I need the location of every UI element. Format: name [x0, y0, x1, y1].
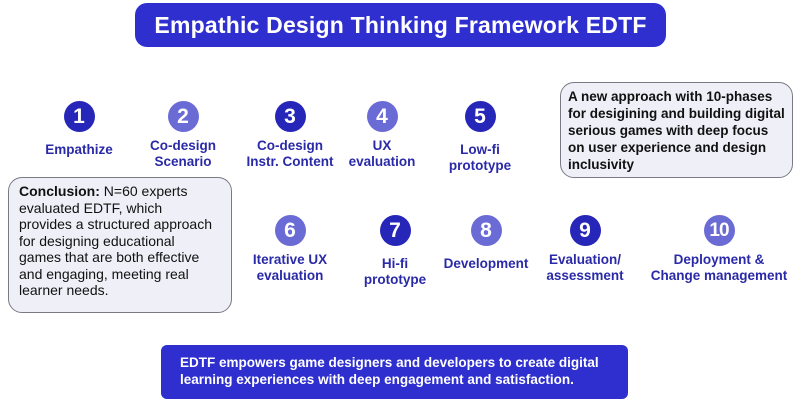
phase-number-badge: 7: [379, 215, 411, 246]
phase-number-badge: 3: [274, 101, 306, 132]
phase-8: 8 Development: [411, 215, 561, 272]
phase-number-badge: 10: [703, 215, 735, 246]
phase-number-badge: 9: [569, 215, 601, 246]
phase-number-badge: 1: [63, 101, 95, 132]
phase-number-badge: 2: [167, 101, 199, 132]
phase-label: Deployment &Change management: [650, 252, 788, 283]
phase-10: 10 Deployment &Change management: [634, 215, 800, 284]
phase-number-badge: 8: [470, 215, 502, 246]
phase-1: 1 Empathize: [4, 101, 154, 158]
conclusion-note: Conclusion: N=60 experts evaluated EDTF,…: [8, 177, 232, 313]
phase-number-badge: 5: [464, 101, 496, 132]
framework-title: Empathic Design Thinking Framework EDTF: [135, 3, 666, 47]
approach-note: A new approach with 10-phases for desigi…: [560, 82, 793, 178]
phase-number-badge: 4: [366, 101, 398, 132]
phase-label: Evaluation/assessment: [546, 252, 624, 283]
phase-9: 9 Evaluation/assessment: [510, 215, 660, 284]
phase-number-badge: 6: [274, 215, 306, 246]
conclusion-heading: Conclusion:: [19, 183, 100, 199]
summary-banner: EDTF empowers game designers and develop…: [161, 345, 628, 399]
phase-label: Empathize: [45, 142, 113, 157]
phase-label: Development: [443, 256, 529, 271]
